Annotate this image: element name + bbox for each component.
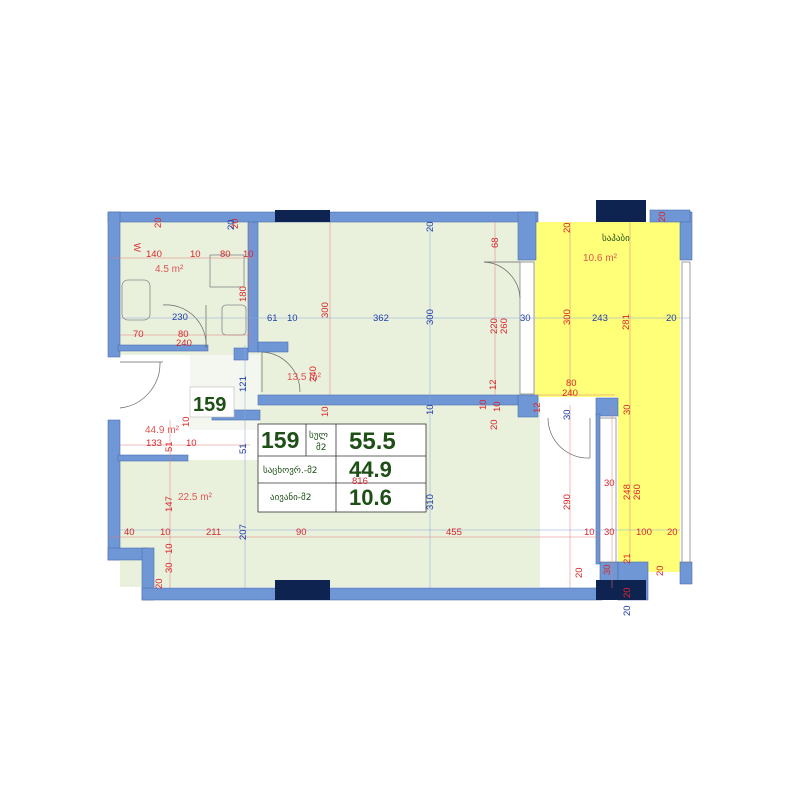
dim-10e: 10 (492, 401, 503, 412)
dim-230: 230 (172, 312, 188, 323)
dim-80a: 80 (220, 249, 231, 260)
dim-b61: 61 (267, 313, 278, 324)
table-living-value: 44.9 (349, 457, 392, 482)
unit-info-table (257, 423, 427, 513)
dim-b310: 310 (425, 494, 436, 510)
balcony-floor (535, 222, 680, 397)
dim-30e: 30 (602, 564, 613, 575)
bathroom-area: 4.5 m² (155, 264, 184, 275)
balcony-area: 10.6 m² (583, 253, 618, 264)
dim-240a: 240 (176, 338, 192, 349)
dim-b362: 362 (373, 313, 389, 324)
dim-100: 100 (636, 527, 652, 538)
bedroom-area: 13.5 m² (287, 372, 322, 383)
dim-140: 140 (146, 249, 162, 260)
dim-b20mid: 20 (425, 221, 436, 232)
dim-240b: 240 (308, 366, 319, 382)
unit-badge-number: 159 (193, 394, 226, 416)
living-area: 22.5 m² (178, 492, 213, 503)
w-mark: W (131, 243, 142, 252)
dim-80b: 80 (178, 329, 189, 340)
dim-20i: 20 (655, 565, 666, 576)
table-816: 816 (352, 476, 368, 487)
unit-badge-box (189, 386, 235, 418)
dim-10b: 10 (243, 249, 254, 260)
dims-vertical-red: 20 20 68 20 20 180 300 362 300 220 260 2… (153, 211, 668, 598)
dim-300c: 300 (562, 309, 573, 325)
table-unit-number: 159 (261, 427, 299, 453)
table-balcony-value: 10.6 (349, 485, 392, 510)
dim-10h: 10 (160, 527, 171, 538)
dim-b10: 10 (287, 313, 298, 324)
dim-10f: 10 (181, 416, 192, 427)
dim-20h: 20 (622, 587, 633, 598)
dim-b20b: 20 (622, 605, 633, 616)
dim-180: 180 (238, 286, 249, 302)
dim-68: 68 (490, 237, 501, 248)
dim-147: 147 (164, 496, 175, 512)
dimension-lines (110, 222, 631, 588)
dim-20g: 20 (574, 567, 585, 578)
dim-40: 40 (124, 527, 135, 538)
dimension-lines-blue (120, 222, 690, 588)
dim-10a: 10 (190, 249, 201, 260)
dim-20top: 20 (657, 211, 668, 222)
dim-20d: 20 (489, 419, 500, 430)
dim-240c: 240 (562, 388, 578, 399)
balcony-floor-lower (618, 397, 680, 572)
dim-20a: 20 (153, 217, 164, 228)
dim-21: 21 (622, 553, 633, 564)
table-total-label-a: სულ (309, 430, 328, 441)
dim-260a: 260 (499, 318, 510, 334)
dim-290: 290 (562, 494, 573, 510)
dim-20c: 20 (562, 222, 573, 233)
dim-80c: 80 (566, 378, 577, 389)
dim-121: 121 (238, 376, 249, 392)
dim-10d: 10 (478, 399, 489, 410)
dim-b20top: 20 (226, 219, 237, 230)
dim-10i: 10 (584, 527, 595, 538)
dim-211: 211 (206, 527, 221, 538)
table-living-label: საცხოვრ.-მ2 (263, 465, 318, 476)
dim-30a: 30 (622, 404, 633, 415)
dim-12b: 12 (532, 402, 543, 413)
dim-b10mid: 10 (425, 404, 436, 415)
dim-b30b: 30 (562, 409, 573, 420)
table-total-value: 55.5 (349, 428, 396, 455)
dim-b300: 300 (425, 309, 436, 325)
dim-281: 281 (621, 314, 632, 330)
dim-248: 248 (622, 484, 633, 500)
balcony-label: საჰაბი (602, 233, 630, 244)
dim-10g: 10 (186, 438, 197, 449)
dim-30c: 30 (604, 527, 615, 538)
dim-20e: 20 (667, 527, 678, 538)
dim-20b: 20 (230, 218, 241, 229)
dim-20f: 20 (154, 578, 165, 589)
dim-30d: 30 (164, 562, 175, 573)
dim-90: 90 (296, 527, 307, 538)
dim-260b: 260 (632, 484, 643, 500)
window-blocks (275, 200, 646, 600)
dim-133: 133 (146, 438, 162, 449)
dim-300a: 300 (320, 302, 331, 318)
dim-220: 220 (489, 318, 500, 334)
dim-12a: 12 (488, 379, 499, 390)
dim-51a: 51 (164, 441, 175, 452)
dim-70: 70 (133, 329, 144, 340)
dim-10c: 10 (320, 406, 331, 417)
dim-455: 455 (446, 527, 462, 538)
dim-51b: 51 (238, 443, 249, 454)
hall-area: 44.9 m² (145, 425, 180, 436)
dim-10j: 10 (164, 543, 175, 554)
dim-b207: 207 (238, 524, 249, 540)
dim-b30a: 30 (520, 313, 531, 324)
dims-vertical-blue: 20 20 300 10 30 207 310 20 (226, 219, 633, 616)
door-swings (119, 261, 591, 459)
dim-b243: 243 (592, 313, 608, 324)
dim-30b: 30 (604, 478, 615, 489)
dim-b20r: 20 (666, 313, 677, 324)
table-total-label-b: მ2 (316, 442, 326, 453)
table-balcony-label: აივანი-მ2 (270, 492, 311, 503)
